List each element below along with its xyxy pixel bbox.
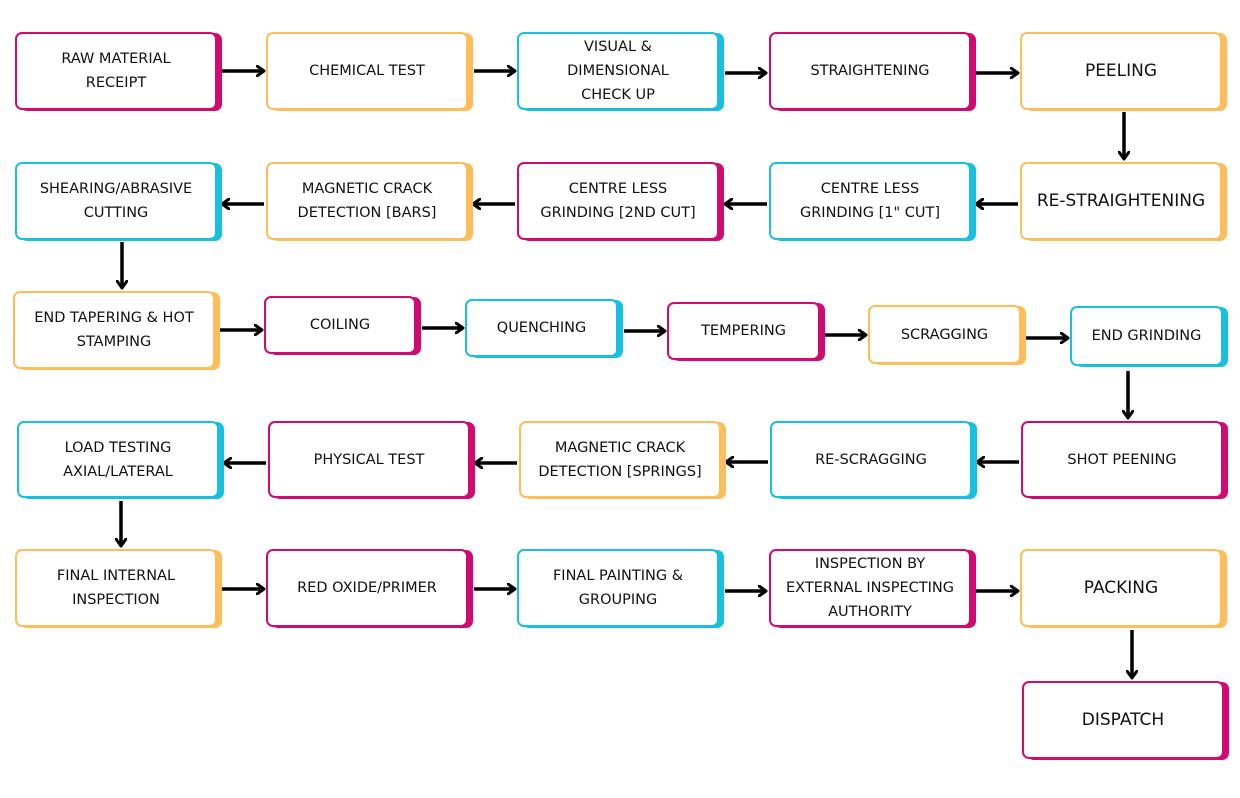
step-raw-material-receipt: RAW MATERIAL RECEIPT (15, 32, 217, 110)
step-final-internal-inspection: FINAL INTERNAL INSPECTION (15, 549, 217, 627)
step-mcd-springs: MAGNETIC CRACK DETECTION [SPRINGS] (519, 421, 721, 498)
step-physical-test: PHYSICAL TEST (268, 421, 470, 498)
step-tempering: TEMPERING (667, 302, 820, 360)
step-peeling: PEELING (1020, 32, 1222, 110)
step-red-oxide-primer: RED OXIDE/PRIMER (266, 549, 468, 627)
step-quenching: QUENCHING (465, 299, 618, 357)
step-straightening: STRAIGHTENING (769, 32, 971, 110)
step-re-scragging: RE-SCRAGGING (770, 421, 972, 498)
step-end-tapering: END TAPERING & HOT STAMPING (13, 291, 215, 369)
step-shearing-cutting: SHEARING/ABRASIVE CUTTING (15, 162, 217, 240)
step-packing: PACKING (1020, 549, 1222, 627)
step-dispatch: DISPATCH (1022, 681, 1224, 759)
step-coiling: COILING (264, 296, 416, 354)
step-re-straightening: RE-STRAIGHTENING (1020, 162, 1222, 240)
step-scragging: SCRAGGING (868, 305, 1021, 364)
step-load-testing: LOAD TESTING AXIAL/LATERAL (17, 421, 219, 498)
step-chemical-test: CHEMICAL TEST (266, 32, 468, 110)
step-end-grinding: END GRINDING (1070, 306, 1223, 366)
step-centreless-grinding-2nd: CENTRE LESS GRINDING [2ND CUT] (517, 162, 719, 240)
step-centreless-grinding-1st: CENTRE LESS GRINDING [1" CUT] (769, 162, 971, 240)
step-visual-dimensional-check: VISUAL & DIMENSIONAL CHECK UP (517, 32, 719, 110)
step-mcd-bars: MAGNETIC CRACK DETECTION [BARS] (266, 162, 468, 240)
step-external-inspection: INSPECTION BY EXTERNAL INSPECTING AUTHOR… (769, 549, 971, 627)
step-final-painting-grouping: FINAL PAINTING & GROUPING (517, 549, 719, 627)
step-shot-peening: SHOT PEENING (1021, 421, 1223, 498)
